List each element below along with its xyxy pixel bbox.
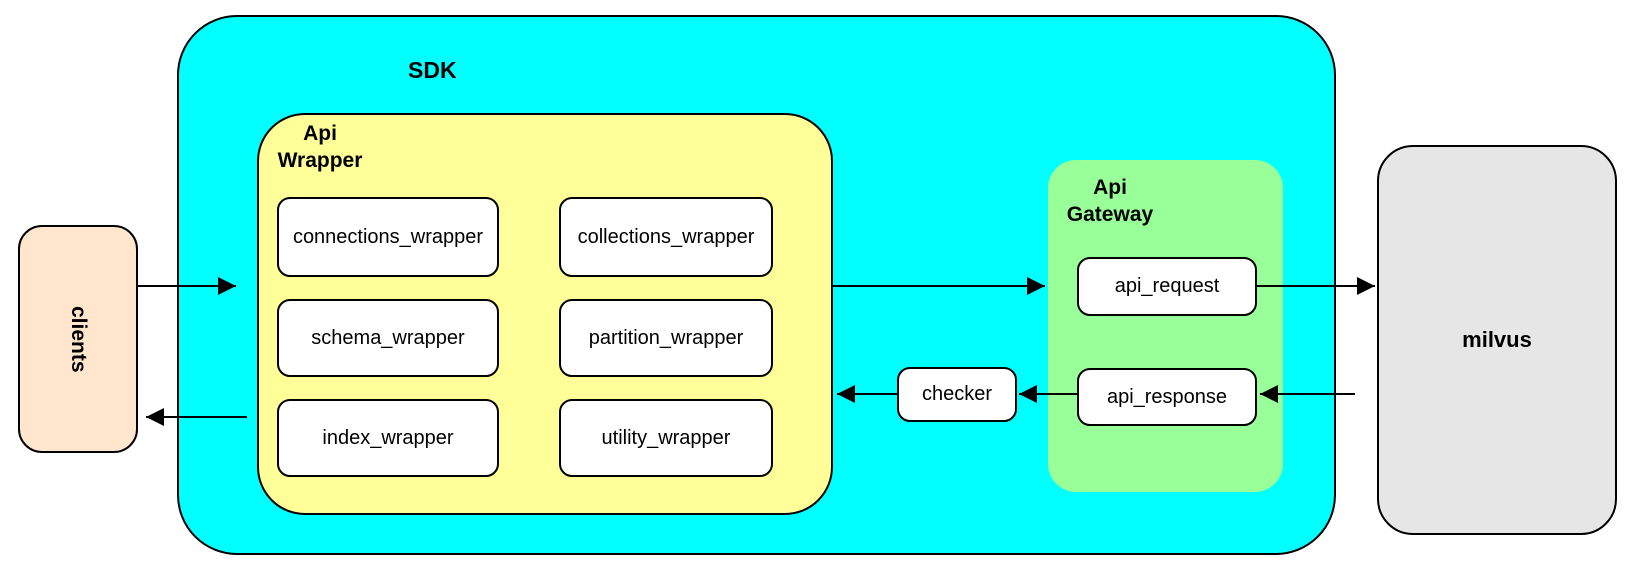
connections-wrapper-node: connections_wrapper: [277, 197, 499, 277]
partition-wrapper-node: partition_wrapper: [559, 299, 773, 377]
api-gateway-label: Api Gateway: [1066, 176, 1154, 226]
index-wrapper-node: index_wrapper: [277, 399, 499, 477]
clients-node: clients: [18, 225, 138, 453]
api-response-node: api_response: [1077, 368, 1257, 426]
schema-wrapper-node: schema_wrapper: [277, 299, 499, 377]
api-wrapper-container: Api Wrapper connections_wrapper collecti…: [257, 113, 833, 515]
api-gateway-container: Api Gateway api_request api_response: [1048, 160, 1283, 492]
collections-wrapper-node: collections_wrapper: [559, 197, 773, 277]
utility-wrapper-node: utility_wrapper: [559, 399, 773, 477]
sdk-label: SDK: [408, 57, 457, 83]
api-wrapper-label: Api Wrapper: [277, 122, 363, 172]
api-request-node: api_request: [1077, 257, 1257, 316]
milvus-node: milvus: [1377, 145, 1617, 535]
checker-node: checker: [897, 367, 1017, 422]
